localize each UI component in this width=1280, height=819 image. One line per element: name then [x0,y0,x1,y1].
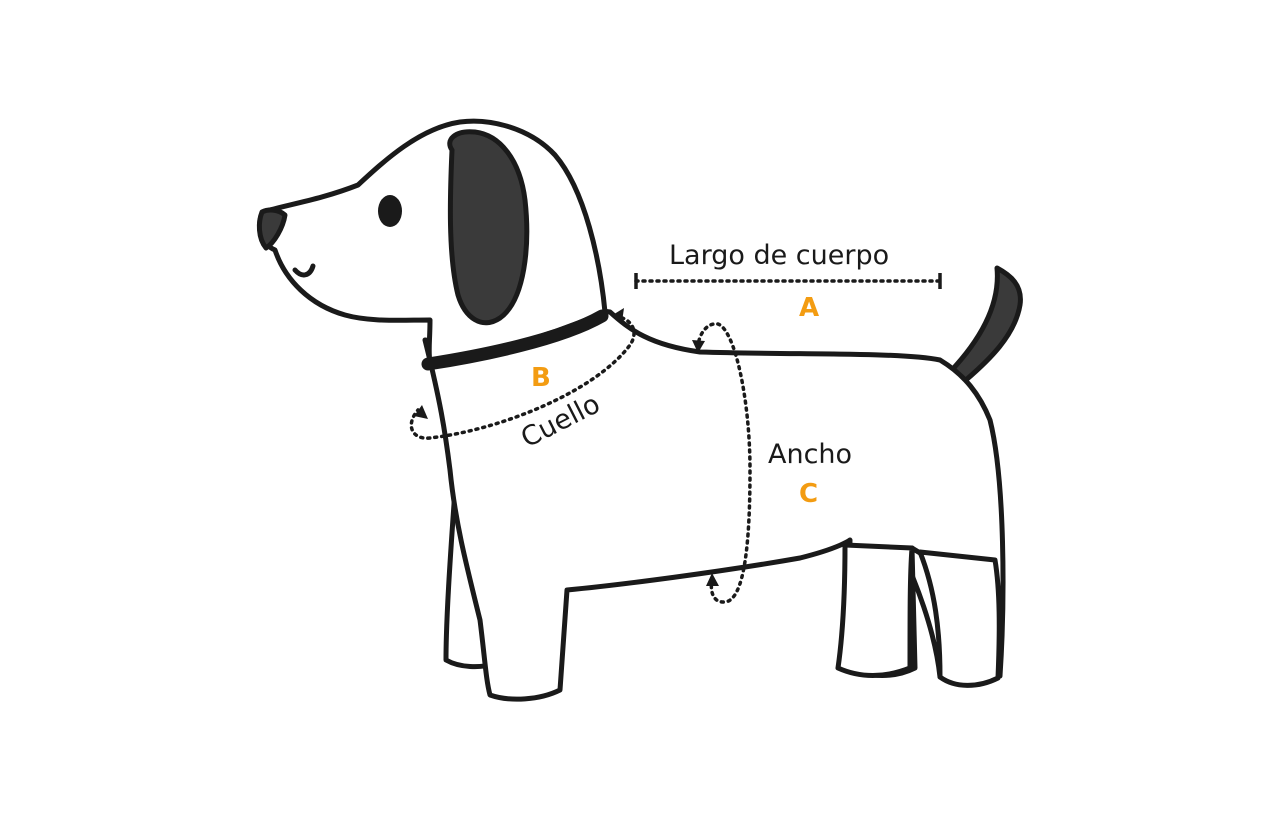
width-letter: C [799,479,818,509]
body-length-label: Largo de cuerpo [669,240,889,271]
width-arrowhead-top [692,340,705,353]
width-arrowhead-bottom [706,573,719,586]
dog-eye [378,195,402,227]
dog-head [257,118,608,365]
dog-ear [447,129,530,326]
dog-mouth [292,263,316,278]
neck-arrowhead-bottom [414,405,428,419]
neck-letter: B [531,363,551,393]
neck-measure-loop [409,314,636,440]
width-measure-loop [696,322,752,604]
dog-body [422,308,1006,702]
dog-collar [421,309,609,371]
width-label: Ancho [768,439,852,470]
dog-tail [947,265,1023,388]
body-length-letter: A [799,293,819,323]
dog-front-left-leg [917,549,1002,688]
dog-nose [256,207,288,251]
neck-arrowhead-top [611,308,624,322]
dog-front-right-leg [835,542,915,678]
